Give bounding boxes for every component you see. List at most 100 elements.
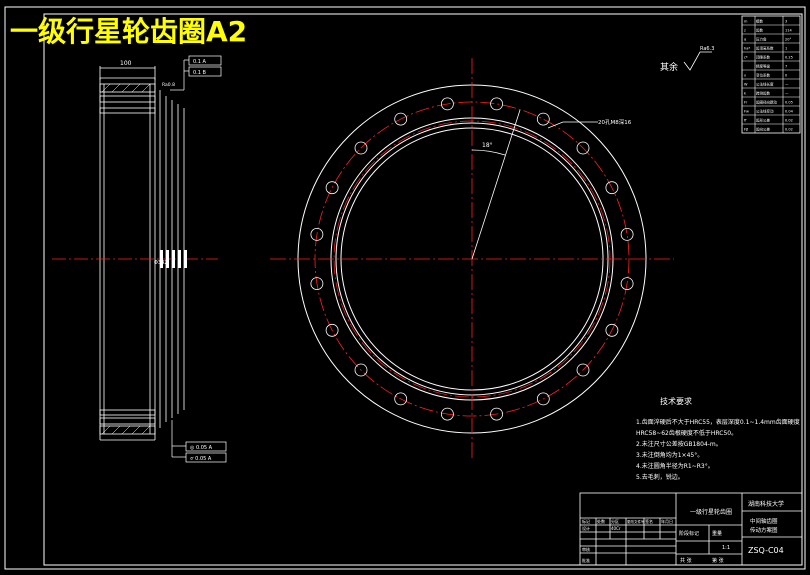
param-cell: 跨测齿数 (756, 91, 770, 96)
inner-frame (43, 13, 803, 566)
hdr-cell-count: 处数 (597, 518, 605, 524)
param-cell: 齿向公差 (756, 127, 770, 132)
bolt-hole (605, 181, 619, 195)
bolt-hole (394, 392, 408, 406)
angle-arc (471, 149, 506, 156)
bolt-hole (536, 392, 550, 406)
param-cell: α (744, 38, 747, 42)
param-cell: W (744, 83, 748, 87)
hdr-cell-date: 年月日 (661, 518, 673, 524)
bolt-hole (440, 407, 454, 421)
param-cell: 顶隙系数 (756, 55, 770, 60)
material: 40Cr (611, 526, 621, 531)
tol-frame-1: 0.1 A (193, 59, 207, 65)
surface-mark-value: Ra6.3 (700, 46, 714, 52)
requirement-4: 4.未注圆角半径为R1~R3°。 (636, 462, 714, 470)
side-section-view (99, 66, 185, 441)
tolerance-frames-top (170, 55, 222, 91)
param-cell: 1 (785, 47, 787, 51)
param-cell: 模数 (756, 19, 764, 24)
drawing-title: 一级行星轮齿圈A2 (10, 15, 247, 48)
param-cell: 压力角 (756, 37, 767, 42)
school-name: 湖南科技大学 (748, 500, 784, 508)
param-cell: 0.05 (785, 101, 793, 105)
bolt-hole (325, 323, 339, 337)
bolt-hole (354, 141, 368, 155)
title-block-text: 一级行星轮齿圈 湖南科技大学 中间轴齿圈 传动方案图 ZSQ-C04 阶段标记 … (582, 500, 784, 564)
hole-note: 20孔M8深16 (598, 118, 632, 126)
bolt-hole (536, 112, 550, 126)
radial-line (471, 109, 521, 260)
surface-mark-text: 其余 (660, 61, 678, 73)
param-cell: 0.04 (785, 110, 794, 114)
param-cell: 114 (785, 29, 792, 33)
bolt-holes (310, 97, 634, 421)
diameter-label: Φ342 (154, 260, 167, 266)
param-cell: — (785, 83, 789, 87)
param-cell: Fβ (744, 128, 748, 132)
bolt-hole (490, 407, 504, 421)
bolt-hole (576, 363, 590, 377)
top-dimension: 100 (120, 60, 132, 67)
tol-frame-3: ◎ 0.05 A (190, 445, 213, 451)
role-approve: 批准 (582, 557, 590, 563)
param-cell: 0.02 (785, 128, 793, 132)
bolt-hole (605, 323, 619, 337)
bolt-hole (354, 363, 368, 377)
stage-label: 阶段标记 (679, 530, 699, 537)
requirement-2: 2.未注尺寸公差按GB1804-m。 (636, 440, 722, 448)
bolt-hole (310, 277, 324, 291)
part-name: 一级行星轮齿圈 (690, 508, 732, 516)
bolt-hole (490, 97, 504, 111)
param-cell: — (785, 92, 789, 96)
requirement-1b: HRC58~62齿根硬度不低于HRC50。 (636, 429, 737, 437)
diameter-dim-marks (160, 250, 187, 268)
bolt-hole (394, 112, 408, 126)
scale-value: 1:1 (722, 545, 730, 551)
bolt-hole (310, 227, 324, 241)
param-cell: 20° (785, 38, 791, 42)
hdr-cell-mark: 标记 (582, 518, 590, 524)
angle-label: 18° (482, 142, 493, 149)
param-cell: 公法线长度 (756, 82, 774, 87)
param-cell: 0 (785, 74, 787, 78)
side-view-hatching (101, 83, 151, 435)
role-check: 审核 (582, 546, 590, 552)
param-cell: z (744, 29, 746, 33)
front-view: 18° 20孔M8深16 (270, 58, 674, 460)
hdr-cell-sign: 签名 (645, 518, 653, 524)
param-cell: ff (744, 119, 747, 123)
project-line-2: 传动方案图 (750, 526, 778, 534)
bolt-hole (440, 97, 454, 111)
weight-label: 重量 (712, 530, 722, 537)
param-cell: 齿数 (756, 28, 764, 33)
param-cell: 0.25 (785, 56, 793, 60)
roughness-side: Ra0.8 (162, 82, 175, 88)
tolerance-frames-bottom (171, 420, 227, 463)
param-cell: c* (744, 56, 748, 60)
hdr-cell-doc: 更改文件号 (627, 519, 645, 524)
param-cell: ha* (744, 47, 750, 51)
param-cell: k (744, 92, 747, 96)
param-cell: 0.02 (785, 119, 793, 123)
requirement-5: 5.去毛刺，锐边。 (636, 473, 684, 481)
drawing-number: ZSQ-C04 (748, 546, 784, 555)
requirement-3: 3.未注倒角均为1×45°。 (636, 451, 703, 459)
surface-roughness-mark: 其余 Ra6.3 (660, 46, 714, 73)
sheet-total: 共 张 (680, 557, 692, 564)
bolt-hole (576, 141, 590, 155)
requirements-heading: 技术要求 (660, 396, 692, 406)
bolt-hole (620, 227, 634, 241)
param-cell: 齿圈径向跳动 (756, 100, 777, 105)
requirement-1: 1.齿面淬硬后不大于HRC55，表层深度0.1~1.4mm齿面硬度 (636, 418, 800, 426)
param-cell: 齿形公差 (756, 118, 770, 123)
param-cell: m (744, 20, 748, 24)
role-design: 设计 (582, 525, 590, 531)
technical-requirements: 技术要求 1.齿面淬硬后不大于HRC55，表层深度0.1~1.4mm齿面硬度 H… (636, 396, 800, 481)
bolt-hole (325, 181, 339, 195)
param-cell: 精度等级 (756, 64, 770, 69)
project-line-1: 中间轴齿圈 (750, 517, 778, 525)
param-cell: 变位系数 (756, 73, 770, 78)
